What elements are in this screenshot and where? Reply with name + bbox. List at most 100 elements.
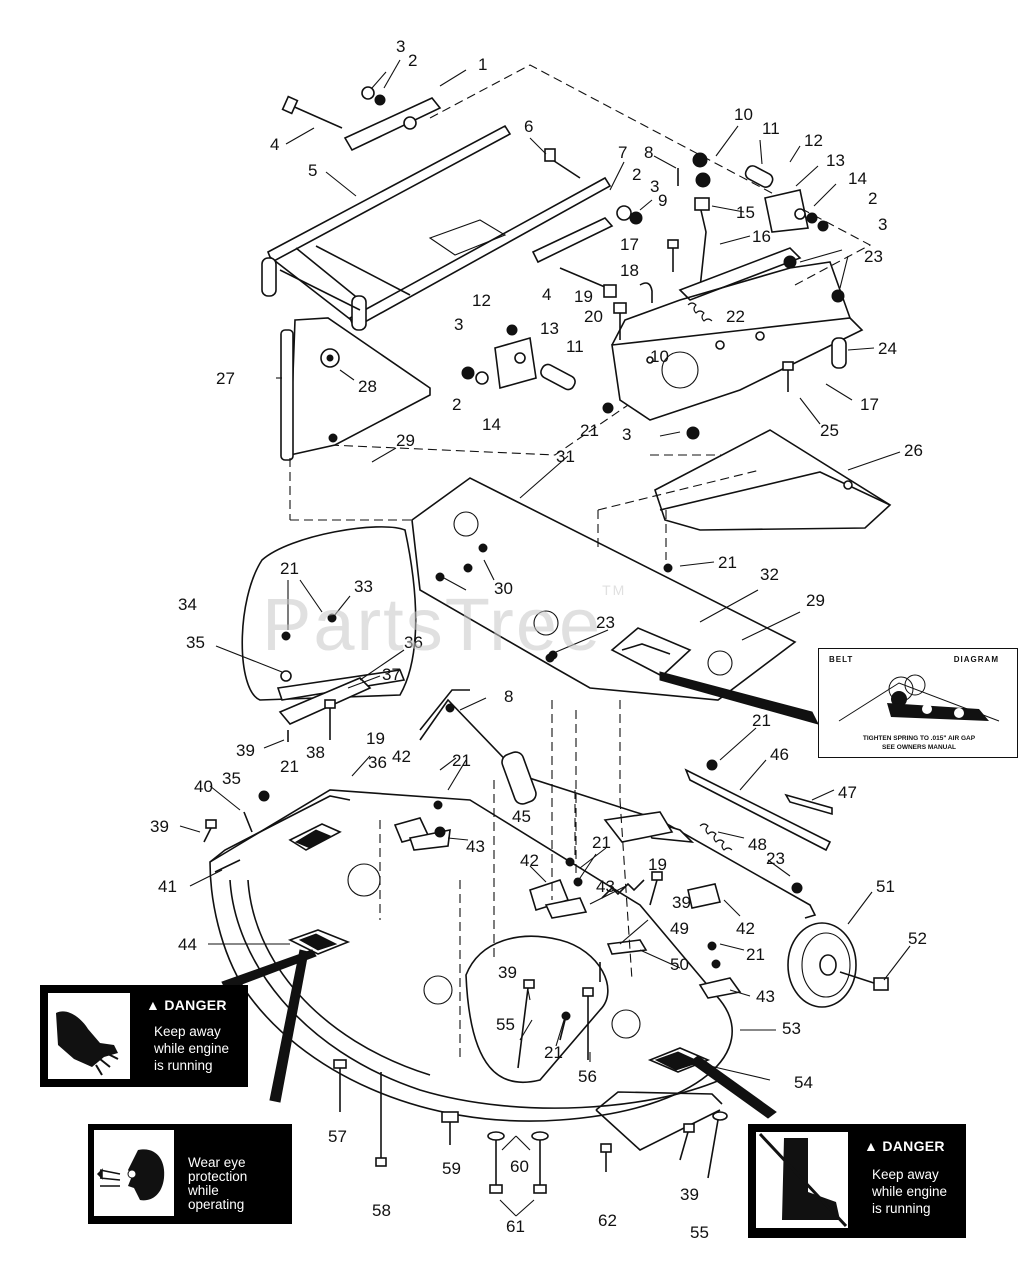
callout-6: 6 — [524, 117, 533, 136]
callout-49: 49 — [670, 919, 689, 938]
callout-57: 57 — [328, 1127, 347, 1146]
upper-hanger-assembly — [261, 64, 872, 456]
callout-31: 31 — [556, 447, 575, 466]
callout-36b: 36 — [368, 753, 387, 772]
callout-35: 35 — [186, 633, 205, 652]
callout-19c: 19 — [648, 855, 667, 874]
callout-21c: 21 — [280, 559, 299, 578]
callout-numbers: 1 2 3 4 5 6 7 8 2 3 9 10 11 12 13 14 2 3… — [150, 37, 927, 1242]
callout-60: 60 — [510, 1157, 529, 1176]
callout-32: 32 — [760, 565, 779, 584]
callout-11b: 11 — [566, 337, 584, 356]
callout-11: 11 — [762, 119, 780, 138]
callout-61: 61 — [506, 1217, 525, 1236]
callout-21h: 21 — [746, 945, 765, 964]
danger-body-left: Keep away while engine is running — [154, 1023, 229, 1074]
callout-39d: 39 — [498, 963, 517, 982]
callout-29: 29 — [396, 431, 415, 450]
callout-10b: 10 — [650, 347, 669, 366]
gauge-wheel — [787, 922, 889, 1008]
callout-17b: 17 — [860, 395, 879, 414]
callout-9: 9 — [658, 191, 667, 210]
callout-54: 54 — [794, 1073, 813, 1092]
danger-label-hand: ▲ DANGER Keep away while engine is runni… — [40, 985, 248, 1087]
eye-line-1: Wear eye — [188, 1155, 246, 1170]
callout-7: 7 — [618, 143, 627, 162]
eye-protection-label: Wear eye protection while operating — [88, 1124, 292, 1224]
callout-29b: 29 — [806, 591, 825, 610]
callout-35b: 35 — [222, 769, 241, 788]
callout-12b: 12 — [472, 291, 491, 310]
callout-44: 44 — [178, 935, 197, 954]
callout-13: 13 — [826, 151, 845, 170]
front-baffle — [280, 317, 431, 461]
callout-39c: 39 — [672, 893, 691, 912]
callout-3b: 3 — [650, 177, 659, 196]
callout-40: 40 — [194, 777, 213, 796]
deck-top-plate — [411, 477, 819, 725]
callout-21: 21 — [580, 421, 599, 440]
callout-45: 45 — [512, 807, 531, 826]
belt-title-right: DIAGRAM — [953, 655, 999, 664]
callout-42: 42 — [392, 747, 411, 766]
danger-body-right: Keep away while engine is running — [872, 1166, 947, 1217]
danger-right-line-2: while engine — [872, 1184, 948, 1199]
callout-55: 55 — [496, 1015, 515, 1034]
callout-50: 50 — [670, 955, 689, 974]
belt-title-left: BELT — [829, 655, 854, 664]
callout-43c: 43 — [756, 987, 775, 1006]
danger-left-line-1: Keep away — [154, 1024, 221, 1039]
right-linkage-assembly — [611, 152, 864, 440]
callout-43: 43 — [466, 837, 485, 856]
watermark-tm: TM — [602, 582, 627, 598]
danger-right-line-1: Keep away — [872, 1167, 939, 1182]
callout-4b: 4 — [542, 285, 551, 304]
callout-33: 33 — [354, 577, 373, 596]
callout-36: 36 — [404, 633, 423, 652]
callout-3d: 3 — [622, 425, 631, 444]
callout-19b: 19 — [366, 729, 385, 748]
callout-2d: 2 — [452, 395, 461, 414]
alignment-lines — [289, 458, 761, 1060]
callout-2b: 2 — [632, 165, 641, 184]
callout-25: 25 — [820, 421, 839, 440]
callout-5: 5 — [308, 161, 317, 180]
callout-1: 1 — [478, 55, 487, 74]
callout-27: 27 — [216, 369, 235, 388]
callout-55b: 55 — [690, 1223, 709, 1242]
callout-56: 56 — [578, 1067, 597, 1086]
callout-46: 46 — [770, 745, 789, 764]
callout-47: 47 — [838, 783, 857, 802]
danger-heading-right-text: DANGER — [882, 1138, 945, 1154]
callout-23c: 23 — [766, 849, 785, 868]
callout-14: 14 — [848, 169, 867, 188]
callout-21b: 21 — [718, 553, 737, 572]
callout-43b: 43 — [596, 877, 615, 896]
eye-line-3: while — [188, 1183, 219, 1198]
watermark: PartsTreeTM — [262, 582, 626, 667]
callout-17: 17 — [620, 235, 639, 254]
callout-53: 53 — [782, 1019, 801, 1038]
callout-26: 26 — [904, 441, 923, 460]
callout-37: 37 — [382, 665, 401, 684]
belt-note-2: SEE OWNERS MANUAL — [881, 744, 957, 751]
callout-58: 58 — [372, 1201, 391, 1220]
belt-diagram-decal: BELT DIAGRAM TIGHTEN SPRING TO .015" AIR… — [818, 648, 1018, 758]
callout-21f: 21 — [752, 711, 771, 730]
loose-hardware — [203, 563, 728, 1194]
belt-note-1: TIGHTEN SPRING TO .015" AIR GAP — [862, 735, 976, 742]
callout-14b: 14 — [482, 415, 501, 434]
callout-2c: 2 — [868, 189, 877, 208]
callout-42c: 42 — [736, 919, 755, 938]
callout-62: 62 — [598, 1211, 617, 1230]
danger-left-line-3: is running — [154, 1058, 213, 1073]
callout-16: 16 — [752, 227, 771, 246]
watermark-text: PartsTree — [262, 583, 603, 666]
callout-21g: 21 — [592, 833, 611, 852]
callout-19: 19 — [574, 287, 593, 306]
danger-left-line-2: while engine — [154, 1041, 230, 1056]
callout-42b: 42 — [520, 851, 539, 870]
callout-23: 23 — [864, 247, 883, 266]
